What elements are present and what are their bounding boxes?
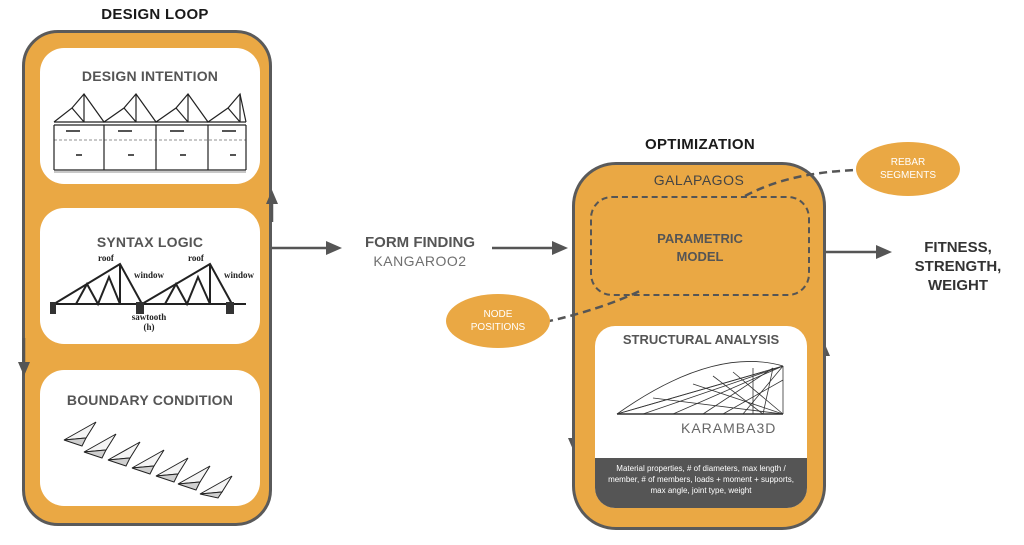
syntax-label-sawtooth-h: (h) (143, 322, 155, 332)
rebar-segments-bubble: REBAR SEGMENTS (856, 142, 960, 196)
design-loop-title: DESIGN LOOP (101, 6, 209, 23)
optimization-title: OPTIMIZATION (645, 136, 755, 153)
rebar-line-1: REBAR (890, 157, 926, 168)
parametric-model-line-1: PARAMETRIC (657, 231, 743, 246)
output-line-3: WEIGHT (928, 277, 988, 294)
form-finding-tool: KANGAROO2 (373, 253, 467, 269)
form-finding-title: FORM FINDING (365, 234, 475, 251)
output-line-1: FITNESS, (924, 239, 992, 256)
rebar-line-2: SEGMENTS (879, 170, 937, 181)
syntax-label-window-2: window (224, 270, 255, 280)
structural-analysis-title: STRUCTURAL ANALYSIS (622, 332, 780, 347)
syntax-logic-title: SYNTAX LOGIC (96, 234, 204, 250)
output-label: FITNESS, STRENGTH, WEIGHT (896, 238, 1020, 295)
syntax-label-roof-2: roof (188, 253, 204, 263)
structural-analysis-card: STRUCTURAL ANALYSIS KARAMBA3D Material p… (595, 326, 807, 508)
syntax-logic-card: SYNTAX LOGIC roof window roof window saw… (40, 208, 260, 344)
output-line-2: STRENGTH, (914, 258, 1002, 275)
galapagos-label: GALAPAGOS (653, 172, 745, 188)
boundary-wedges-drawing (63, 421, 233, 499)
syntax-label-roof-1: roof (98, 253, 114, 263)
parametric-model-box: PARAMETRIC MODEL (590, 196, 810, 296)
karamba-label: KARAMBA3D (681, 420, 777, 436)
design-intention-drawing (53, 92, 247, 173)
design-intention-title: DESIGN INTENTION (81, 68, 219, 84)
boundary-condition-card: BOUNDARY CONDITION (40, 370, 260, 506)
node-line-1: NODE (483, 309, 513, 320)
syntax-label-sawtooth-text: sawtooth (131, 312, 167, 322)
node-positions-bubble: NODE POSITIONS (446, 294, 550, 348)
node-line-2: POSITIONS (470, 322, 526, 333)
syntax-label-window-1: window (134, 270, 165, 280)
form-finding-label: FORM FINDING KANGAROO2 (350, 234, 490, 270)
design-intention-card: DESIGN INTENTION (40, 48, 260, 184)
boundary-condition-title: BOUNDARY CONDITION (66, 392, 234, 408)
syntax-label-sawtooth: sawtooth (h) (124, 312, 174, 332)
analysis-parameters-panel: Material properties, # of diameters, max… (595, 458, 807, 508)
parametric-model-line-2: MODEL (676, 249, 724, 264)
parametric-model-label: PARAMETRIC MODEL (592, 230, 808, 266)
structural-truss-drawing (616, 361, 784, 415)
sawtooth-truss-drawing (50, 262, 246, 314)
